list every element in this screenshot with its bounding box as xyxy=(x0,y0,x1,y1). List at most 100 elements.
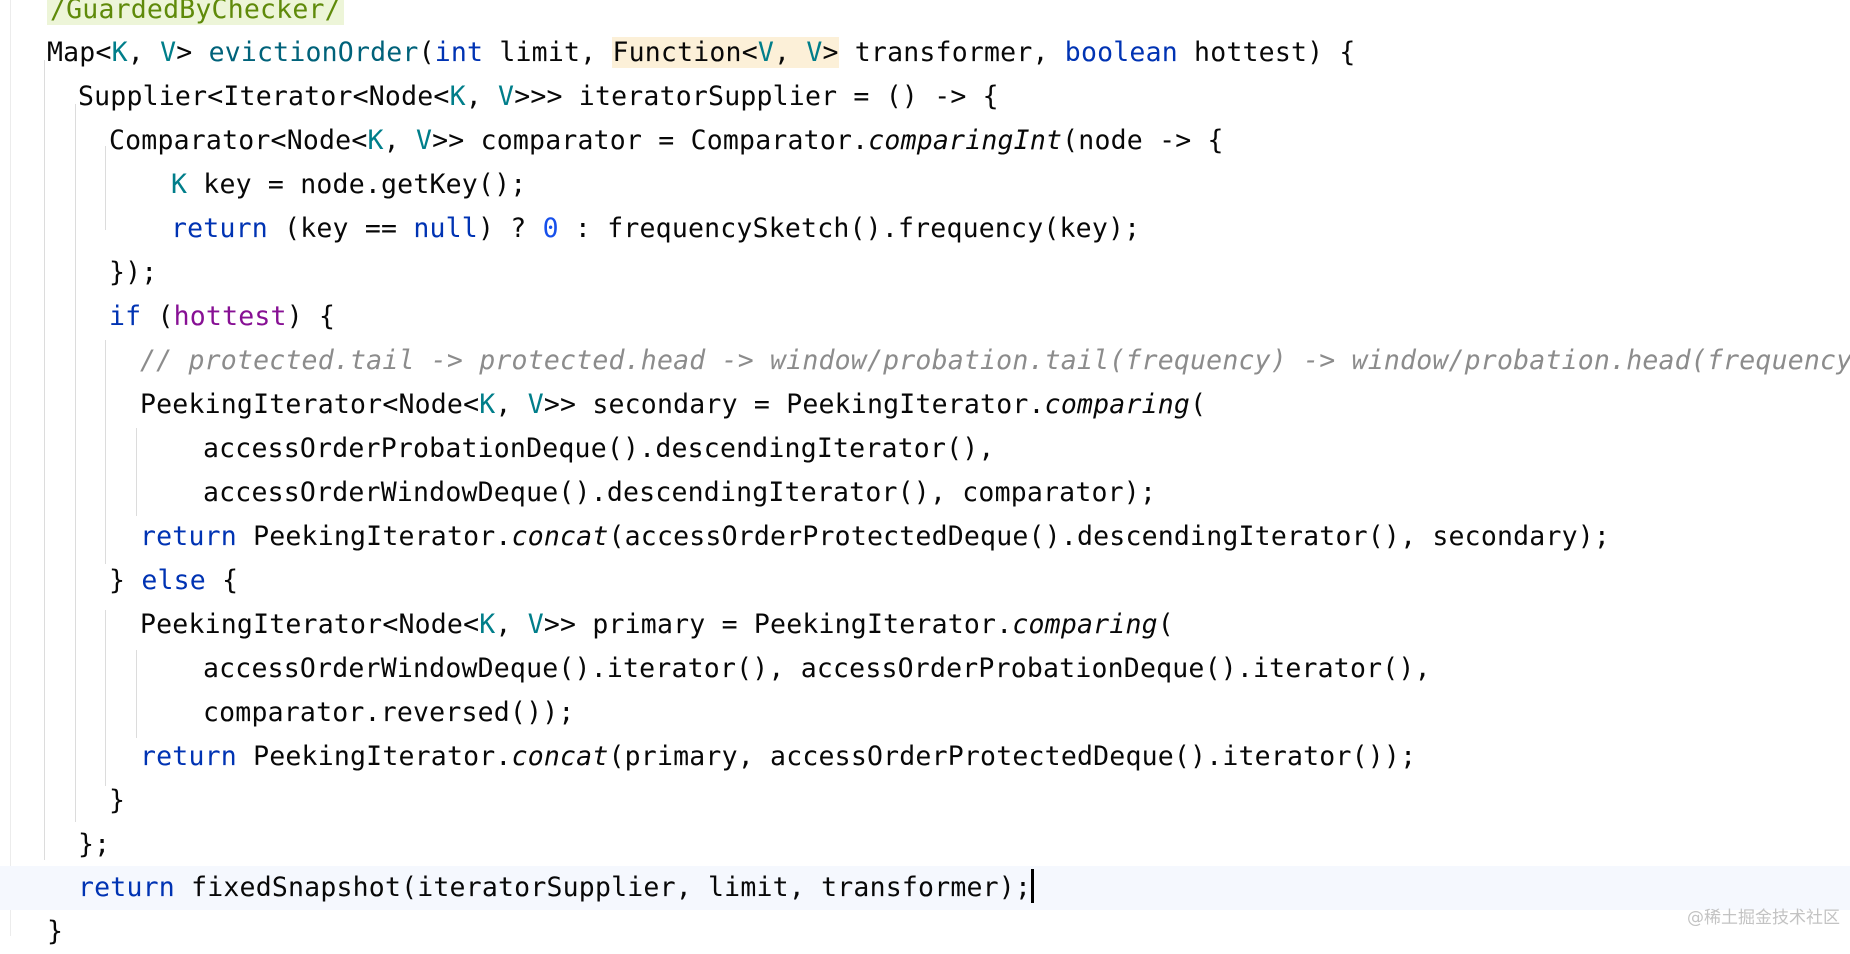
code-line-11[interactable]: accessOrderWindowDeque().descendingItera… xyxy=(203,471,1156,515)
code-line-6[interactable]: }); xyxy=(109,251,157,295)
token: , xyxy=(127,37,161,68)
code-line-17[interactable]: return PeekingIterator.concat(primary, a… xyxy=(140,735,1416,779)
indent-guide xyxy=(105,146,106,230)
keyword: if xyxy=(109,301,142,332)
token: : frequencySketch().frequency(key); xyxy=(558,213,1141,244)
keyword: null xyxy=(413,213,478,244)
code-line-3[interactable]: Comparator<Node<K, V>> comparator = Comp… xyxy=(109,119,1224,163)
token: K xyxy=(111,37,128,68)
token: (key == xyxy=(267,213,414,244)
code-line-2[interactable]: Supplier<Iterator<Node<K, V>>> iteratorS… xyxy=(78,75,999,119)
code-line-16[interactable]: comparator.reversed()); xyxy=(203,691,575,735)
static-method: concat xyxy=(511,521,609,552)
code-line-4[interactable]: K key = node.getKey(); xyxy=(171,163,526,207)
token: ) ? xyxy=(477,213,543,244)
number-literal: 0 xyxy=(542,213,559,244)
token: accessOrderWindowDeque().descendingItera… xyxy=(203,477,1157,508)
token: PeekingIterator. xyxy=(236,521,512,552)
watermark: @稀土掘金技术社区 xyxy=(1687,908,1840,928)
token: , xyxy=(495,389,528,420)
token: >> primary = PeekingIterator. xyxy=(543,609,1013,640)
token: , xyxy=(383,125,416,156)
code-line-21[interactable]: } xyxy=(47,910,63,954)
token: accessOrderProbationDeque().descendingIt… xyxy=(203,433,995,464)
token: Supplier<Iterator<Node< xyxy=(78,81,450,112)
highlighted-token: Function< xyxy=(612,37,758,68)
code-line-15[interactable]: accessOrderWindowDeque().iterator(), acc… xyxy=(203,647,1431,691)
code-line-18[interactable]: } xyxy=(109,779,125,823)
static-method: comparing xyxy=(1044,389,1191,420)
indent-guide xyxy=(136,650,137,738)
static-method: comparing xyxy=(1012,609,1158,640)
token: >> secondary = PeekingIterator. xyxy=(543,389,1045,420)
token: key = node.getKey(); xyxy=(187,169,527,200)
token: , xyxy=(495,609,528,640)
token: fixedSnapshot(iteratorSupplier, limit, t… xyxy=(174,872,1032,903)
token: (primary, accessOrderProtectedDeque().it… xyxy=(608,741,1417,772)
token: V xyxy=(415,125,433,156)
token: limit, xyxy=(483,37,613,68)
token: comparator.reversed()); xyxy=(203,697,575,728)
token: hottest) { xyxy=(1177,37,1356,68)
code-line-5[interactable]: return (key == null) ? 0 : frequencySket… xyxy=(171,207,1140,251)
code-line-13[interactable]: } else { xyxy=(109,559,238,603)
token: Map< xyxy=(47,37,112,68)
token: }; xyxy=(78,829,111,860)
annotation-token: /GuardedByChecker/ xyxy=(47,0,344,25)
token: } xyxy=(109,785,126,816)
token: K xyxy=(171,169,188,200)
highlighted-token: V xyxy=(757,37,774,68)
code-line-8[interactable]: // protected.tail -> protected.head -> w… xyxy=(140,339,1850,383)
token: { xyxy=(205,565,239,596)
code-line-20[interactable]: return fixedSnapshot(iteratorSupplier, l… xyxy=(78,866,1035,910)
indent-guide xyxy=(105,610,106,786)
parameter: hottest xyxy=(173,301,287,332)
token: ( xyxy=(141,301,174,332)
highlighted-token: , xyxy=(774,37,807,68)
keyword: int xyxy=(434,37,484,68)
token: K xyxy=(479,389,496,420)
token: K xyxy=(479,609,496,640)
token: }); xyxy=(109,257,158,288)
token: PeekingIterator. xyxy=(236,741,512,772)
keyword: return xyxy=(171,213,268,244)
token: >>> iteratorSupplier = () -> { xyxy=(514,81,999,112)
keyword: else xyxy=(141,565,206,596)
token: PeekingIterator<Node< xyxy=(140,389,480,420)
token: K xyxy=(367,125,384,156)
token: V xyxy=(527,389,544,420)
indent-guide xyxy=(105,340,106,564)
token: >> comparator = Comparator. xyxy=(432,125,869,156)
token: > xyxy=(176,37,209,68)
code-line-10[interactable]: accessOrderProbationDeque().descendingIt… xyxy=(203,427,995,471)
token: Comparator<Node< xyxy=(109,125,368,156)
highlighted-token: > xyxy=(822,37,839,68)
token: ( xyxy=(1190,389,1207,420)
gutter-divider xyxy=(10,0,11,936)
code-line-1[interactable]: Map<K, V> evictionOrder(int limit, Funct… xyxy=(47,31,1356,75)
method-name: evictionOrder xyxy=(208,37,419,68)
static-method: comparingInt xyxy=(868,125,1063,156)
token: ( xyxy=(1157,609,1174,640)
code-line-19[interactable]: }; xyxy=(78,823,110,867)
indent-guide xyxy=(136,428,137,516)
keyword: return xyxy=(140,741,237,772)
code-line-14[interactable]: PeekingIterator<Node<K, V>> primary = Pe… xyxy=(140,603,1174,647)
token: V xyxy=(498,81,515,112)
token: PeekingIterator<Node< xyxy=(140,609,480,640)
token: (node -> { xyxy=(1062,125,1224,156)
token: , xyxy=(465,81,499,112)
current-line-highlight xyxy=(0,866,1850,910)
token: (accessOrderProtectedDeque().descendingI… xyxy=(608,521,1611,552)
code-line-12[interactable]: return PeekingIterator.concat(accessOrde… xyxy=(140,515,1610,559)
token: ( xyxy=(418,37,435,68)
token: V xyxy=(527,609,544,640)
text-caret xyxy=(1031,869,1035,903)
highlighted-token: V xyxy=(806,37,823,68)
code-line-9[interactable]: PeekingIterator<Node<K, V>> secondary = … xyxy=(140,383,1206,427)
code-line-annotation[interactable]: /GuardedByChecker/ xyxy=(47,0,344,32)
code-line-7[interactable]: if (hottest) { xyxy=(109,295,335,339)
keyword: boolean xyxy=(1064,37,1178,68)
comment: // protected.tail -> protected.head -> w… xyxy=(140,345,1850,376)
